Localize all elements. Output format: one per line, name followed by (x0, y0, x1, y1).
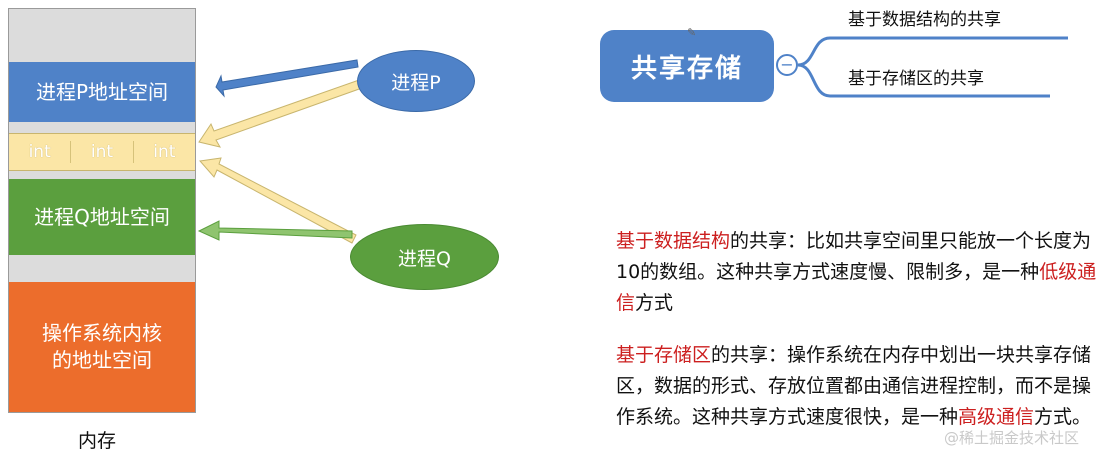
mindmap-branch-storage-area[interactable]: 基于存储区的共享 (848, 69, 984, 89)
explanation-text: 方式。 (1034, 406, 1092, 428)
arrow-p-to-shared (198, 79, 363, 148)
int-cell: int (9, 140, 72, 164)
explanation-storage-area: 基于存储区的共享：操作系统在内存中划出一块共享存储区，数据的形式、存放位置都由通… (616, 340, 1100, 433)
process-p-node: 进程P (357, 50, 475, 112)
memory-diagram: 进程P地址空间 int int int 进程Q地址空间 操作系统内核 的地址空间 (8, 8, 196, 413)
edit-icon: ✎ (687, 26, 697, 39)
explanation-text: 的共享：比如共享空间里只能放一个长度为10的数组。这种共享方式速度慢、限制多，是… (616, 230, 1092, 283)
int-cell: int (71, 140, 134, 164)
explanation-text: 方式 (635, 292, 674, 314)
os-kernel-address-space: 操作系统内核 的地址空间 (9, 282, 195, 412)
arrow-p-to-p-space (215, 59, 359, 98)
explanation-text: 的共享：操作系统在内存中划出一块共享存储区，数据的形式、存放位置都由通信进程控制… (616, 344, 1092, 428)
collapse-toggle-icon[interactable]: − (776, 54, 798, 76)
os-space-line2: 的地址空间 (52, 348, 152, 372)
mindmap-branch-data-structure[interactable]: 基于数据结构的共享 (848, 10, 1001, 30)
highlight-term: 低级通信 (616, 261, 1097, 314)
shared-int-array: int int int (9, 133, 195, 171)
process-p-address-space: 进程P地址空间 (9, 62, 195, 122)
highlight-term: 基于数据结构 (616, 230, 731, 252)
os-space-line1: 操作系统内核 (42, 321, 162, 345)
explanation-data-structure: 基于数据结构的共享：比如共享空间里只能放一个长度为10的数组。这种共享方式速度慢… (616, 226, 1100, 319)
highlight-term: 基于存储区 (616, 344, 712, 366)
watermark: @稀土掘金技术社区 (944, 429, 1080, 447)
int-cell: int (153, 141, 176, 162)
process-q-address-space: 进程Q地址空间 (9, 179, 195, 255)
highlight-term: 高级通信 (958, 406, 1035, 428)
mindmap-root-node[interactable]: 共享存储 (600, 30, 774, 102)
arrow-q-to-q-space (197, 220, 353, 241)
memory-label: 内存 (78, 430, 117, 452)
process-q-node: 进程Q (350, 224, 499, 290)
arrow-q-to-shared (199, 157, 357, 244)
